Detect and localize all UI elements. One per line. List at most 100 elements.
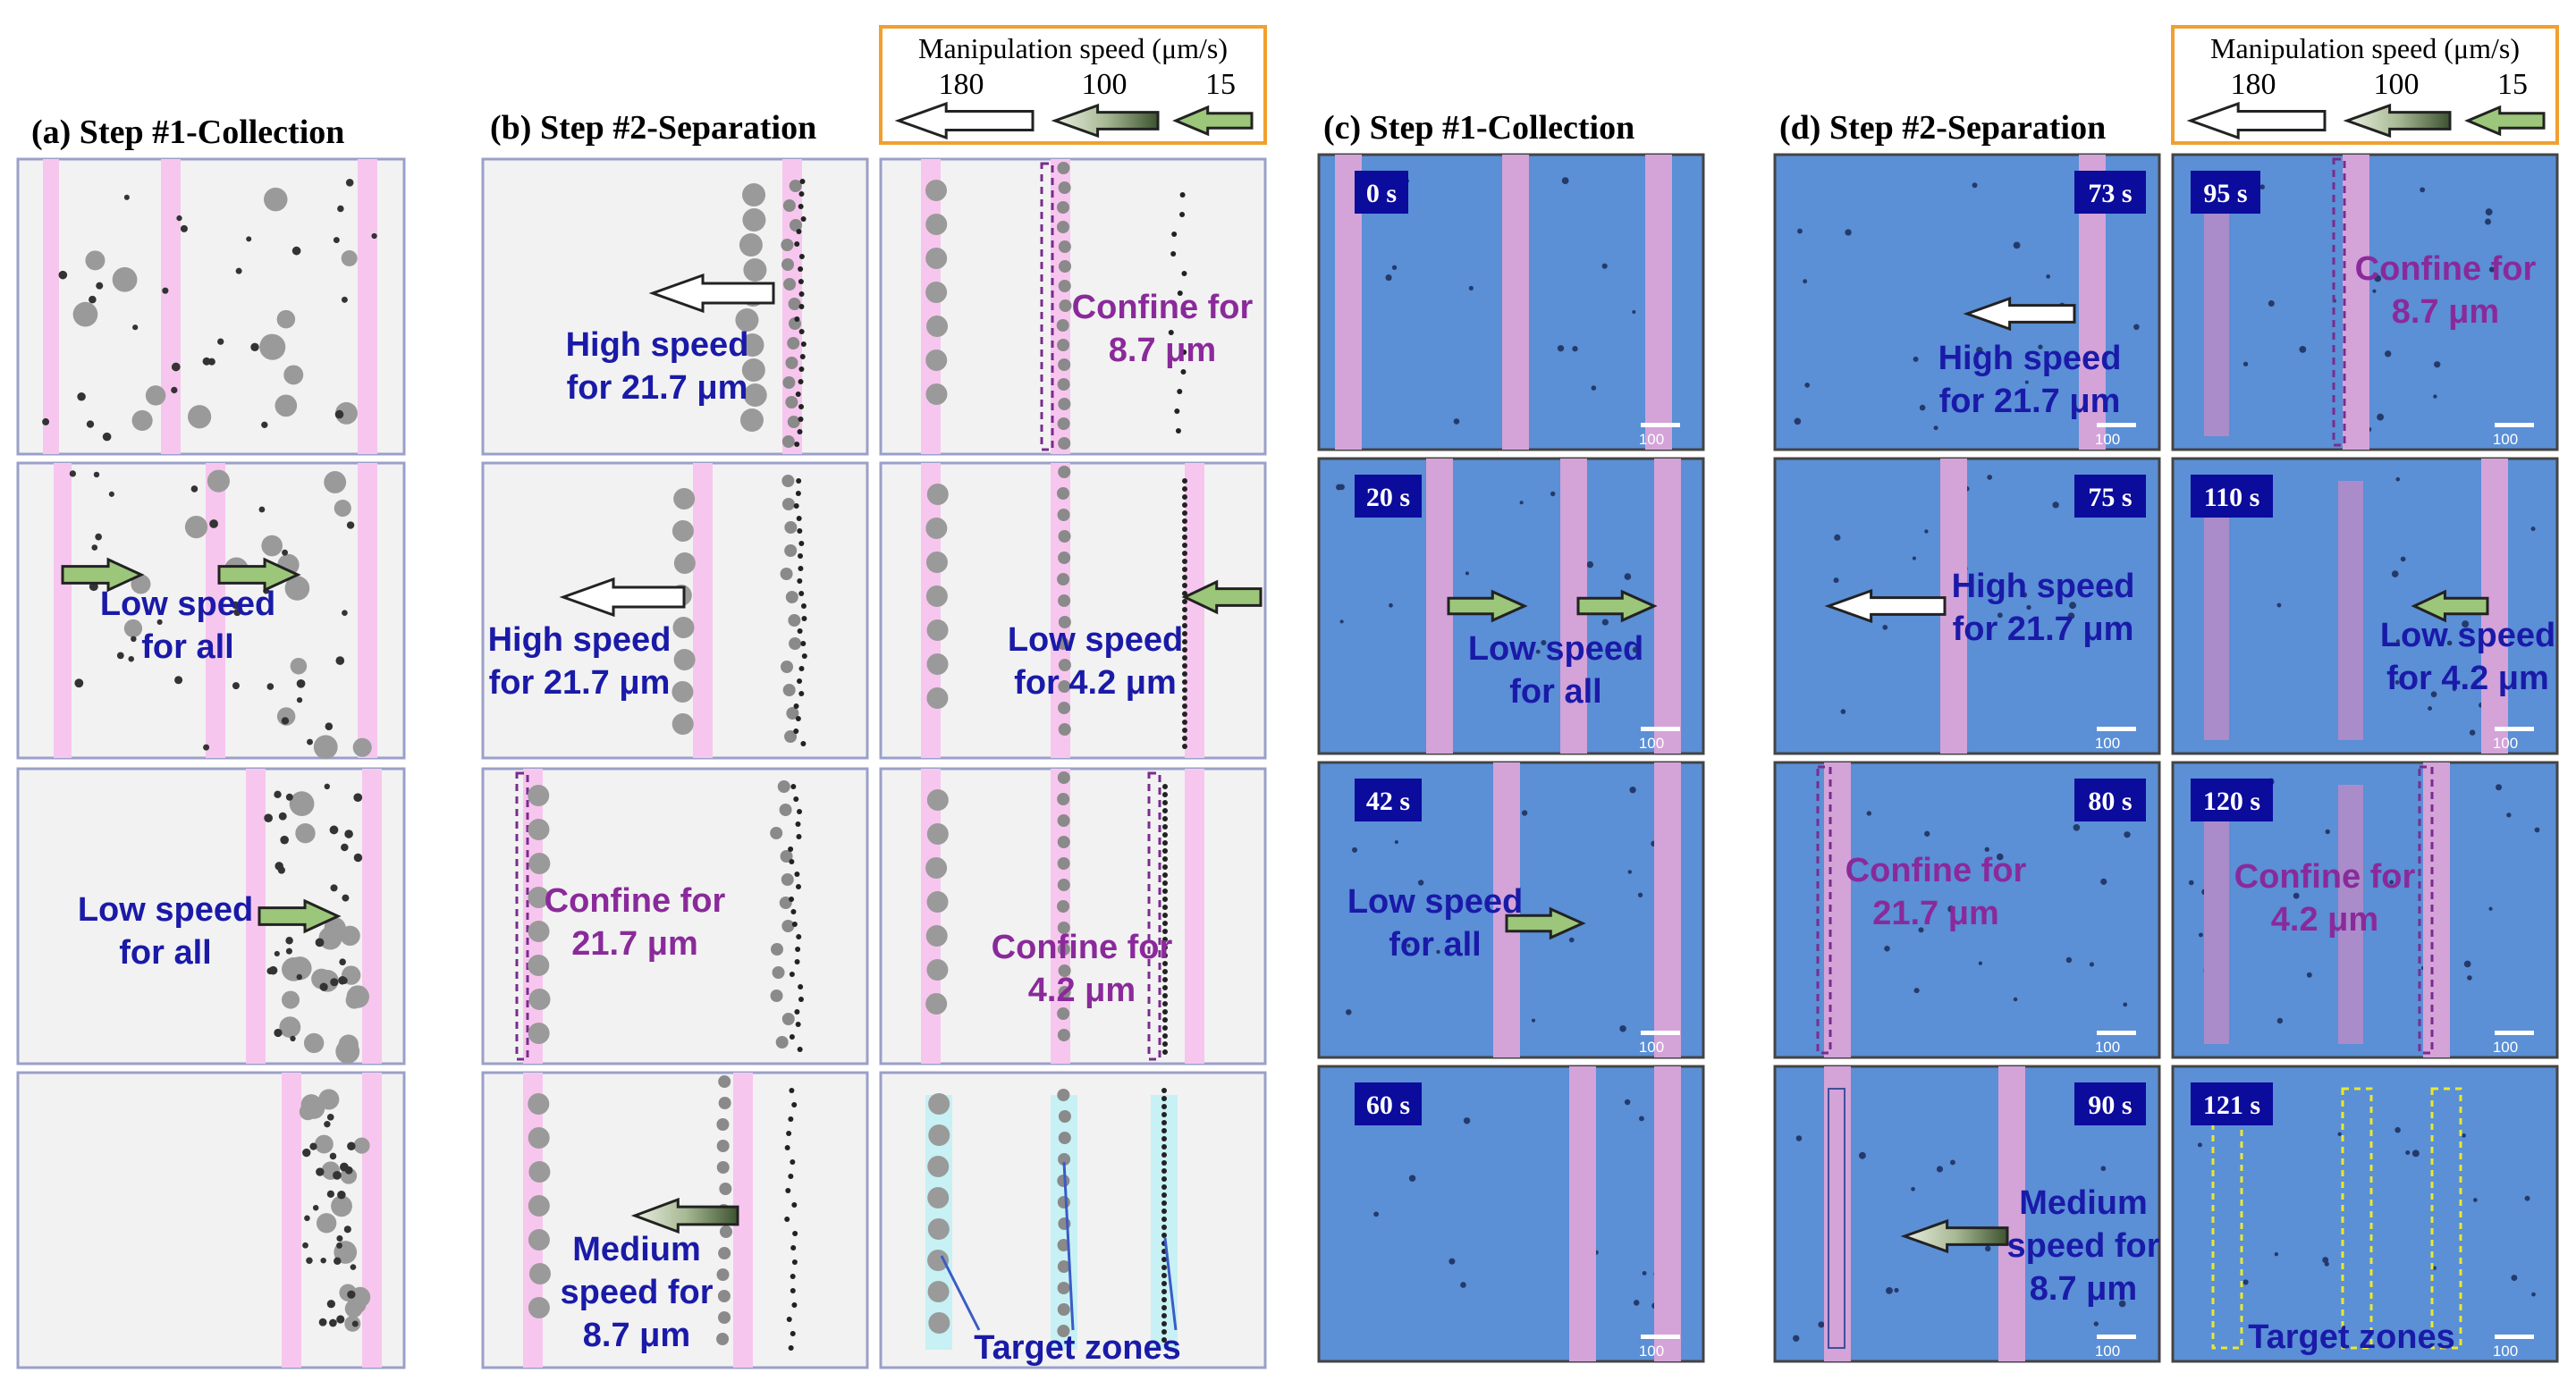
medium-speed-arrow-shape bbox=[630, 1197, 739, 1234]
confinement-zone bbox=[2418, 765, 2434, 1055]
small-particle bbox=[1162, 961, 1168, 966]
small-particle bbox=[344, 830, 353, 838]
small-particle bbox=[93, 471, 100, 478]
medium-particle bbox=[1057, 509, 1070, 521]
small-particle bbox=[1182, 518, 1187, 524]
small-particle bbox=[1161, 1265, 1167, 1270]
small-particle bbox=[790, 1245, 797, 1251]
medium-particle bbox=[780, 568, 793, 580]
medium-particle bbox=[785, 396, 798, 408]
large-particle bbox=[207, 469, 230, 493]
micro-electrode bbox=[1654, 762, 1681, 1057]
micro-particle bbox=[1911, 1186, 1915, 1192]
large-particle bbox=[927, 1156, 950, 1177]
legend-arrow-medium bbox=[2343, 103, 2452, 139]
large-particle bbox=[353, 1137, 370, 1154]
small-particle bbox=[795, 884, 801, 889]
small-particle bbox=[796, 478, 802, 484]
small-particle bbox=[1179, 192, 1186, 198]
micro-particle bbox=[2430, 691, 2437, 698]
label-confine-4-2-line-1: Confine for bbox=[992, 929, 1173, 966]
small-particle bbox=[258, 506, 266, 513]
small-particle bbox=[1161, 1128, 1167, 1133]
label-low-speed-all-line-2: for all bbox=[119, 934, 211, 972]
medium-particle bbox=[1057, 814, 1070, 827]
small-particle bbox=[290, 1035, 296, 1042]
small-particle bbox=[788, 846, 794, 852]
small-particle bbox=[1161, 1160, 1167, 1166]
large-particle bbox=[340, 1167, 358, 1184]
small-particle bbox=[296, 696, 303, 703]
medium-particle bbox=[1058, 552, 1071, 564]
scale-bar bbox=[2495, 423, 2534, 427]
small-particle bbox=[798, 417, 804, 422]
small-particle bbox=[326, 1114, 334, 1121]
medium-particle bbox=[719, 1183, 732, 1195]
small-particle bbox=[1182, 526, 1187, 532]
large-particle bbox=[313, 735, 338, 760]
small-particle bbox=[326, 1300, 335, 1309]
small-particle bbox=[346, 521, 355, 529]
small-particle bbox=[96, 282, 104, 290]
small-particle bbox=[1161, 1321, 1167, 1326]
micro-particle bbox=[1976, 347, 1983, 354]
legend-speed-100: 100 bbox=[1082, 68, 1128, 101]
label-low-speed-all-line-2: for all bbox=[1389, 926, 1481, 964]
large-particle bbox=[671, 520, 694, 542]
large-particle bbox=[284, 576, 310, 601]
medium-particle bbox=[1058, 358, 1071, 371]
legend-arrow-medium-shape bbox=[1051, 103, 1160, 139]
small-particle bbox=[1162, 1001, 1168, 1006]
micro-particle bbox=[1833, 577, 1839, 584]
medium-particle bbox=[784, 544, 798, 557]
micro-particle bbox=[2089, 962, 2094, 967]
small-particle bbox=[1182, 559, 1187, 564]
small-particle bbox=[794, 316, 800, 322]
label-high-speed-21-7-line-1: High speed bbox=[566, 326, 749, 364]
small-particle bbox=[1182, 728, 1187, 733]
timestamp-box bbox=[2074, 171, 2146, 214]
label-confine-21-7-line-2: 21.7 μm bbox=[1872, 895, 1999, 932]
large-particle bbox=[742, 208, 766, 232]
large-particle bbox=[528, 1127, 550, 1149]
small-particle bbox=[793, 796, 799, 802]
label-low-speed-4-2-line-2: for 4.2 μm bbox=[2386, 660, 2549, 697]
medium-particle bbox=[1058, 466, 1071, 478]
legend-arrow-low bbox=[1172, 105, 1254, 137]
medium-particle bbox=[787, 416, 800, 428]
medium-speed-arrow bbox=[630, 1197, 739, 1234]
small-particle bbox=[333, 237, 340, 244]
medium-particle bbox=[1058, 530, 1071, 543]
electrode-strip bbox=[921, 769, 941, 1064]
label-confine-4-2-line-2: 4.2 μm bbox=[2271, 901, 2378, 939]
electrode-strip bbox=[358, 463, 377, 758]
medium-particle bbox=[781, 1013, 795, 1025]
micro-particle bbox=[2197, 1142, 2202, 1148]
small-particle bbox=[1161, 1120, 1167, 1125]
collected-particles bbox=[2204, 177, 2229, 436]
small-particle bbox=[1162, 816, 1168, 821]
electrode-strip bbox=[161, 159, 181, 454]
small-particle bbox=[798, 379, 804, 384]
timestamp-box bbox=[2191, 475, 2273, 518]
small-particle bbox=[333, 1171, 342, 1180]
small-particle bbox=[1162, 1033, 1168, 1039]
small-particle bbox=[353, 793, 363, 803]
small-particle bbox=[108, 491, 114, 497]
small-particle bbox=[798, 204, 804, 209]
large-particle bbox=[925, 282, 948, 303]
small-particle bbox=[285, 793, 293, 801]
small-particle bbox=[174, 676, 183, 685]
micro-particle bbox=[1629, 787, 1636, 794]
small-particle bbox=[798, 279, 804, 284]
large-particle bbox=[528, 1093, 550, 1115]
large-particle bbox=[345, 991, 363, 1009]
small-particle bbox=[1162, 800, 1168, 805]
small-particle bbox=[326, 1190, 335, 1198]
small-particle bbox=[1182, 695, 1187, 701]
micro-particle bbox=[1834, 534, 1841, 541]
micro-particle bbox=[1882, 625, 1888, 630]
